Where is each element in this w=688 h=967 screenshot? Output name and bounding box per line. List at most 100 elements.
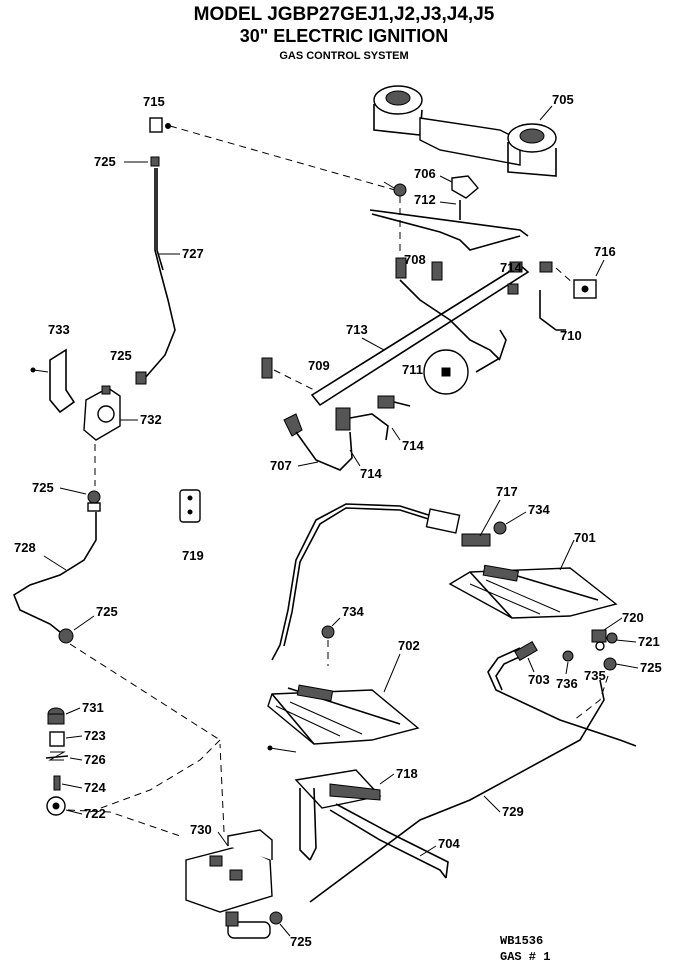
leader-line-722 bbox=[65, 809, 83, 815]
leader-730-up bbox=[219, 743, 225, 833]
leader-line-703 bbox=[527, 657, 535, 673]
label-735: 735 bbox=[584, 668, 606, 683]
part-706-bracket bbox=[451, 175, 479, 199]
label-701: 701 bbox=[574, 530, 596, 545]
label-734-left: 734 bbox=[342, 604, 364, 619]
label-717: 717 bbox=[496, 484, 518, 499]
part-707-igniter-wire bbox=[283, 413, 353, 471]
part-725-fitting-bottom bbox=[269, 911, 283, 925]
label-736: 736 bbox=[556, 676, 578, 691]
part-709-electrode bbox=[261, 357, 319, 393]
part-713-manifold bbox=[310, 209, 530, 407]
part-733-bracket bbox=[30, 348, 76, 414]
leader-line-714-low bbox=[349, 449, 361, 467]
part-715-fitting bbox=[149, 117, 171, 133]
part-737-nut bbox=[393, 183, 407, 197]
label-707: 707 bbox=[270, 458, 292, 473]
part-734-washer-right bbox=[493, 521, 507, 535]
part-725-fitting-right bbox=[603, 657, 617, 671]
label-702: 702 bbox=[398, 638, 420, 653]
label-703: 703 bbox=[528, 672, 550, 687]
part-722-base bbox=[46, 796, 66, 816]
label-714-low: 714 bbox=[360, 466, 382, 481]
label-732: 732 bbox=[140, 412, 162, 427]
label-725-bottom: 725 bbox=[290, 934, 312, 949]
part-730-regulator bbox=[185, 829, 273, 939]
leader-line-713 bbox=[361, 337, 385, 351]
part-725-fitting-728 bbox=[87, 490, 101, 512]
label-730: 730 bbox=[190, 822, 212, 837]
label-723: 723 bbox=[84, 728, 106, 743]
part-721-fitting bbox=[606, 632, 618, 644]
label-711: 711 bbox=[402, 362, 423, 377]
label-728: 728 bbox=[14, 540, 36, 555]
leader-line-702 bbox=[383, 653, 401, 693]
part-701-burner-tray bbox=[448, 564, 618, 619]
leader-line-716 bbox=[595, 259, 605, 277]
label-712: 712 bbox=[414, 192, 436, 207]
part-720-elbow bbox=[591, 629, 607, 651]
leader-722-to-730 bbox=[67, 809, 181, 837]
label-725-728: 725 bbox=[32, 480, 54, 495]
label-721: 721 bbox=[638, 634, 660, 649]
leader-line-707 bbox=[297, 461, 319, 467]
leader-line-734-right bbox=[505, 511, 527, 525]
label-734-right: 734 bbox=[528, 502, 550, 517]
part-729-tube bbox=[309, 679, 605, 903]
part-724-clip bbox=[53, 775, 61, 791]
leader-line-734-left bbox=[331, 617, 341, 627]
leader-line-720 bbox=[603, 617, 623, 631]
part-704-tube-edge bbox=[335, 803, 449, 879]
leader-line-714-mid bbox=[391, 427, 401, 441]
part-716-igniter bbox=[573, 279, 597, 299]
label-714-mid: 714 bbox=[402, 438, 424, 453]
part-728-tube bbox=[13, 512, 97, 633]
part-717-harness bbox=[271, 503, 439, 661]
label-726: 726 bbox=[84, 752, 106, 767]
part-718-tube-edge bbox=[309, 787, 317, 861]
leader-line-718-lower bbox=[379, 773, 395, 785]
label-718-lower: 718 bbox=[396, 766, 418, 781]
part-727-tube-edge bbox=[156, 168, 164, 271]
label-713: 713 bbox=[346, 322, 368, 337]
leader-725-right bbox=[573, 675, 609, 721]
label-722: 722 bbox=[84, 806, 106, 821]
leader-line-736 bbox=[565, 661, 569, 675]
label-725-mid: 725 bbox=[110, 348, 132, 363]
part-732-valve bbox=[83, 385, 121, 441]
section-title: GAS CONTROL SYSTEM bbox=[279, 50, 409, 62]
part-714-orifices-lower bbox=[335, 395, 411, 441]
part-731-knob bbox=[47, 707, 65, 725]
drawing-ref-number: WB1536 bbox=[500, 934, 543, 948]
leader-line-721 bbox=[615, 639, 637, 643]
leader-line-728 bbox=[43, 555, 67, 571]
label-706: 706 bbox=[414, 166, 436, 181]
part-723-stem bbox=[49, 731, 65, 747]
label-731: 731 bbox=[82, 700, 104, 715]
label-724: 724 bbox=[84, 780, 106, 795]
part-719-clip bbox=[179, 489, 201, 523]
leader-line-731 bbox=[65, 707, 81, 715]
part-725-fitting-lower bbox=[58, 628, 74, 644]
part-725-fitting-mid bbox=[135, 371, 147, 385]
part-726-spring bbox=[45, 751, 69, 761]
part-703-tube-edge bbox=[495, 653, 527, 691]
label-704: 704 bbox=[438, 836, 460, 851]
leader-line-706 bbox=[439, 175, 453, 183]
label-725-lower: 725 bbox=[96, 604, 118, 619]
part-705-burner-assembly bbox=[373, 85, 557, 177]
label-708: 708 bbox=[404, 252, 426, 267]
label-719: 719 bbox=[182, 548, 204, 563]
label-733: 733 bbox=[48, 322, 70, 337]
leader-line-705 bbox=[539, 105, 553, 121]
part-718-tube bbox=[299, 788, 311, 861]
leader-line-704 bbox=[419, 845, 437, 857]
drawing-ref-sheet: GAS # 1 bbox=[500, 950, 550, 964]
leader-728-to-valve bbox=[69, 643, 221, 741]
part-labels: 715 725 727 733 725 732 725 728 725 719 … bbox=[14, 92, 662, 949]
part-711-disc bbox=[423, 349, 469, 395]
label-714-right: 714 bbox=[500, 260, 522, 275]
label-709: 709 bbox=[308, 358, 330, 373]
part-704-tube bbox=[329, 809, 447, 879]
